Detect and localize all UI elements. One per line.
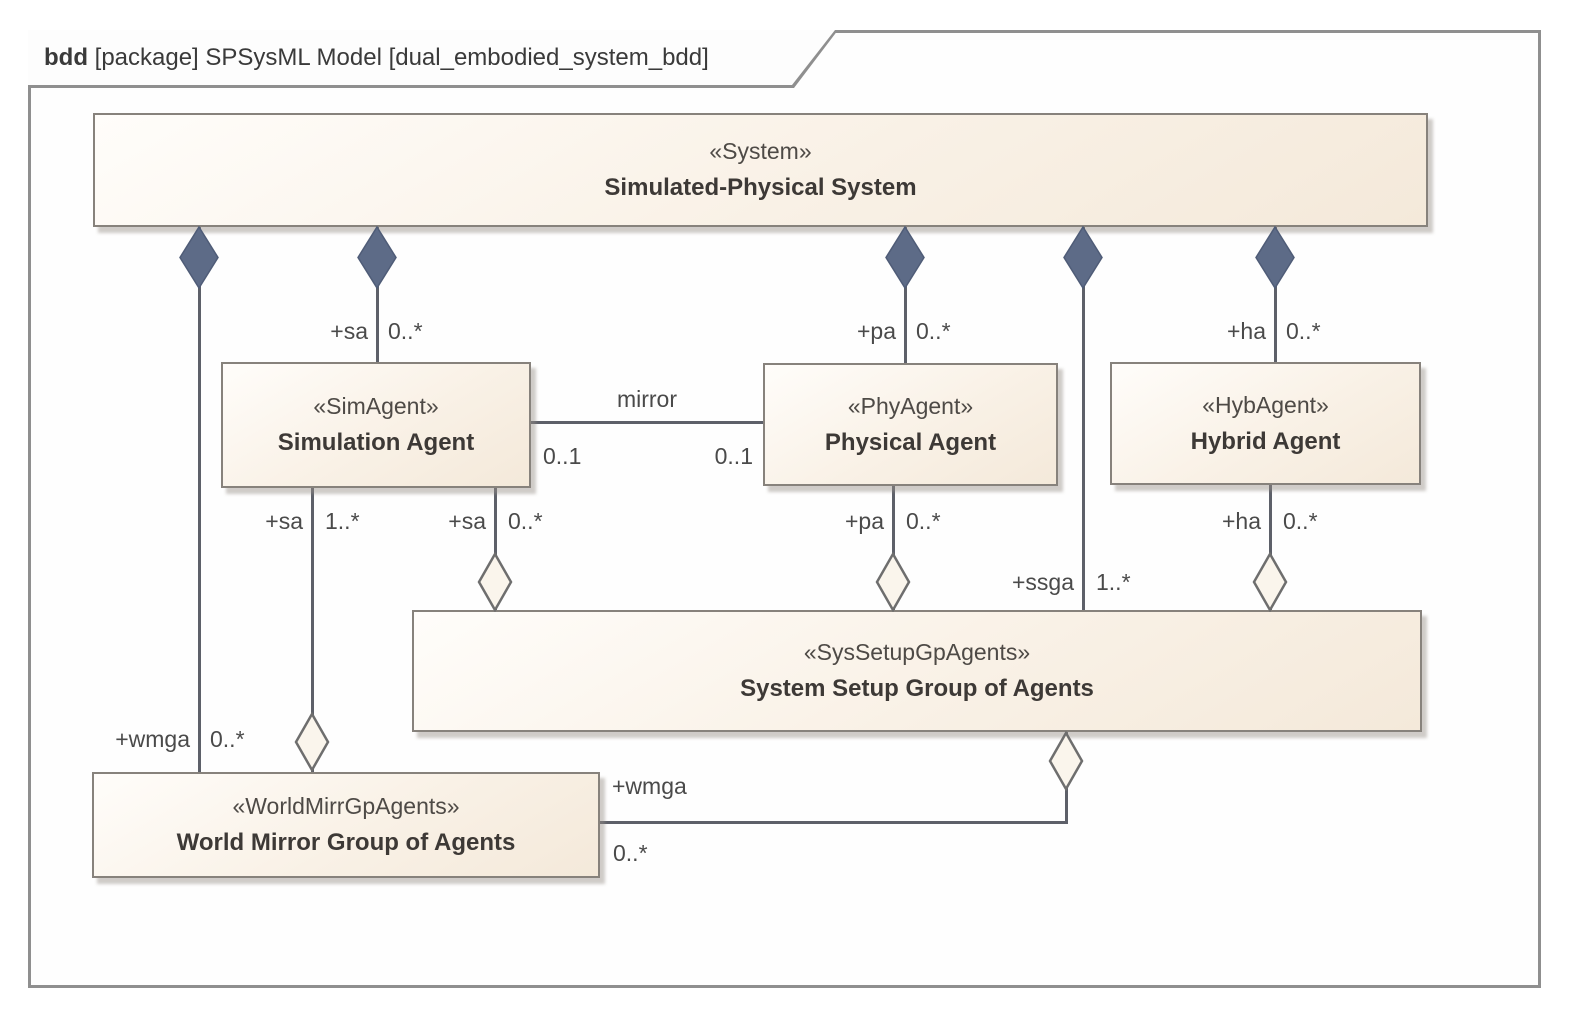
frame-title-tab: bdd [package] SPSysML Model [dual_embodi… <box>28 30 838 88</box>
aggregation-diamond-ha-syssetup-icon <box>1252 552 1288 612</box>
block-physical-agent: «PhyAgent» Physical Agent <box>763 363 1058 486</box>
line-wmga-syssetup-horizontal <box>600 821 1068 824</box>
line-ha-syssetup <box>1269 485 1272 612</box>
block-name: World Mirror Group of Agents <box>176 829 516 856</box>
line-mirror-association <box>531 421 763 424</box>
aggregation-diamond-sa-syssetup-icon <box>477 552 513 612</box>
multiplicity-label-sa-worldmirror: 1..* <box>325 508 360 534</box>
multiplicity-label-ha-syssetup: 0..* <box>1283 508 1318 534</box>
block-name: Hybrid Agent <box>1190 427 1341 455</box>
aggregation-diamond-wmga-syssetup-icon <box>1048 731 1084 791</box>
block-name: Simulation Agent <box>277 429 475 456</box>
role-label-pa: +pa <box>856 318 896 344</box>
multiplicity-label-mirror-sim: 0..1 <box>543 443 582 469</box>
line-pa-composition <box>904 227 907 364</box>
block-hybrid-agent: «HybAgent» Hybrid Agent <box>1110 362 1421 485</box>
multiplicity-label-ha: 0..* <box>1286 318 1321 344</box>
composition-diamond-ssga-icon <box>1063 226 1103 289</box>
block-stereotype: «WorldMirrGpAgents» <box>232 793 460 819</box>
aggregation-diamond-sa-worldmirror-icon <box>294 712 330 772</box>
multiplicity-label-ssga: 1..* <box>1096 569 1131 595</box>
block-name: Physical Agent <box>824 428 997 456</box>
composition-diamond-sa-icon <box>357 226 397 289</box>
role-label-sa-syssetup: +sa <box>448 508 486 534</box>
composition-diamond-wmga-icon <box>179 226 219 289</box>
block-stereotype: «System» <box>709 138 812 164</box>
diagram-kind-label: bdd <box>44 43 88 71</box>
role-label-ha-syssetup: +ha <box>1221 508 1261 534</box>
block-stereotype: «SysSetupGpAgents» <box>803 639 1031 665</box>
block-stereotype: «SimAgent» <box>313 393 439 419</box>
role-label-wmga: +wmga <box>115 726 190 752</box>
line-ha-composition <box>1274 227 1277 363</box>
block-system-setup-group-of-agents: «SysSetupGpAgents» System Setup Group of… <box>412 610 1422 732</box>
diagram-title: [package] SPSysML Model [dual_embodied_s… <box>87 43 709 71</box>
association-name-mirror: mirror <box>616 386 678 412</box>
role-label-ssga: +ssga <box>1011 569 1074 595</box>
composition-diamond-ha-icon <box>1255 226 1295 289</box>
role-label-wmga-syssetup: +wmga <box>612 773 687 799</box>
multiplicity-label-wmga: 0..* <box>210 726 245 752</box>
multiplicity-label-sa: 0..* <box>388 318 423 344</box>
multiplicity-label-pa-syssetup: 0..* <box>906 508 941 534</box>
block-simulation-agent: «SimAgent» Simulation Agent <box>221 362 531 488</box>
line-sa-composition <box>376 227 379 363</box>
line-wmga-composition <box>198 227 201 773</box>
multiplicity-label-mirror-phy: 0..1 <box>714 443 753 469</box>
block-stereotype: «HybAgent» <box>1202 391 1329 418</box>
aggregation-diamond-pa-syssetup-icon <box>875 552 911 612</box>
line-sa-worldmirror <box>311 488 314 773</box>
line-pa-syssetup <box>892 486 895 612</box>
role-label-sa-worldmirror: +sa <box>265 508 303 534</box>
line-ssga-composition <box>1082 227 1085 611</box>
composition-diamond-pa-icon <box>885 226 925 289</box>
role-label-sa: +sa <box>330 318 368 344</box>
block-stereotype: «PhyAgent» <box>847 392 974 419</box>
multiplicity-label-pa: 0..* <box>916 318 951 344</box>
role-label-pa-syssetup: +pa <box>844 508 884 534</box>
block-name: System Setup Group of Agents <box>740 675 1094 702</box>
role-label-ha: +ha <box>1226 318 1266 344</box>
block-simulated-physical-system: «System» Simulated-Physical System <box>93 113 1428 227</box>
multiplicity-label-sa-syssetup: 0..* <box>508 508 543 534</box>
multiplicity-label-wmga-syssetup: 0..* <box>613 840 648 866</box>
line-sa-syssetup <box>494 488 497 612</box>
block-name: Simulated-Physical System <box>604 174 917 201</box>
block-world-mirror-group-of-agents: «WorldMirrGpAgents» World Mirror Group o… <box>92 772 600 878</box>
